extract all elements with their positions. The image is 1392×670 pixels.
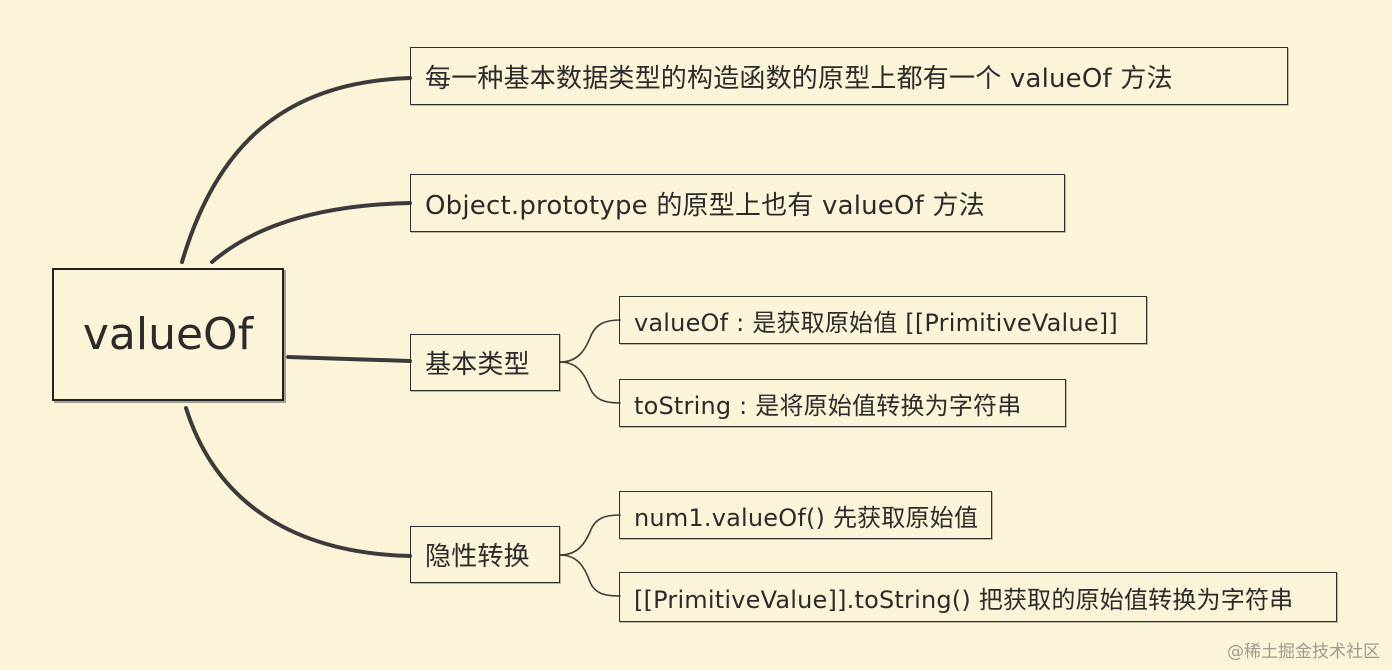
branch-node-label: 基本类型: [425, 350, 530, 380]
branch-node-label: 隐性转换: [425, 542, 530, 572]
branch-node-primitive-types: 基本类型: [410, 334, 560, 391]
root-node: valueOf: [52, 268, 284, 401]
branch-node-constructor-prototypes: 每一种基本数据类型的构造函数的原型上都有一个 valueOf 方法: [410, 47, 1288, 105]
connector-root-branch-4: [184, 406, 412, 558]
connector-basic-child-2: [559, 361, 621, 404]
branch-node-implicit-conversion: 隐性转换: [410, 526, 560, 583]
leaf-node-num1-valueof: num1.valueOf() 先获取原始值: [619, 491, 992, 539]
leaf-node-label: num1.valueOf() 先获取原始值: [634, 503, 979, 532]
connector-implicit-child-1: [559, 514, 621, 556]
connector-basic-child-1: [559, 319, 621, 363]
connector-implicit-child-2: [559, 554, 621, 597]
leaf-node-label: toString : 是将原始值转换为字符串: [634, 391, 1022, 420]
connector-root-branch-3: [286, 355, 412, 363]
leaf-node-tostring-primitive: toString : 是将原始值转换为字符串: [619, 379, 1066, 427]
branch-node-object-prototype: Object.prototype 的原型上也有 valueOf 方法: [410, 174, 1065, 232]
watermark-text: @稀土掘金技术社区: [1227, 642, 1380, 662]
leaf-node-label: [[PrimitiveValue]].toString() 把获取的原始值转换为…: [634, 585, 1294, 614]
root-node-label: valueOf: [82, 309, 254, 360]
connector-root-branch-1: [180, 76, 412, 264]
leaf-node-label: valueOf : 是获取原始值 [[PrimitiveValue]]: [634, 308, 1118, 337]
connector-root-branch-2: [210, 201, 412, 264]
leaf-node-primitivevalue-tostring: [[PrimitiveValue]].toString() 把获取的原始值转换为…: [619, 572, 1337, 622]
leaf-node-valueof-primitive: valueOf : 是获取原始值 [[PrimitiveValue]]: [619, 296, 1147, 344]
branch-node-label: 每一种基本数据类型的构造函数的原型上都有一个 valueOf 方法: [425, 63, 1173, 94]
branch-node-label: Object.prototype 的原型上也有 valueOf 方法: [425, 190, 985, 221]
